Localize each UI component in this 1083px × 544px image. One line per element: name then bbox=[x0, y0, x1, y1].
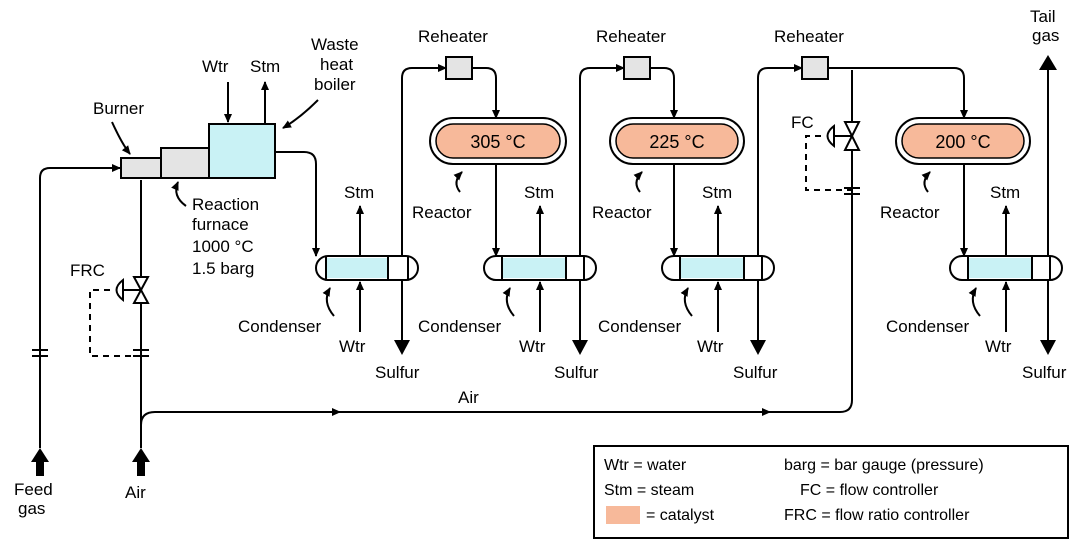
burner-label: Burner bbox=[93, 99, 144, 118]
waste-heat-label-2: heat bbox=[320, 55, 353, 74]
reactor-1-temp: 305 °C bbox=[470, 132, 525, 152]
reheater-1-to-reactor-1 bbox=[472, 67, 500, 119]
reactor-2-pointer bbox=[633, 171, 643, 193]
condenser-4-pointer bbox=[968, 287, 981, 317]
sulfur-1-arrow-icon bbox=[394, 340, 410, 355]
sulfur-3-arrow-icon bbox=[750, 340, 766, 355]
waste-heat-pointer bbox=[282, 99, 319, 129]
reactor-2 bbox=[609, 117, 745, 165]
legend-catalyst-swatch bbox=[606, 506, 640, 524]
condenser-2 bbox=[483, 255, 597, 281]
burner bbox=[120, 157, 162, 179]
tail-gas-label-2: gas bbox=[1032, 26, 1059, 45]
condenser-1 bbox=[315, 255, 419, 281]
feed-gas-label-1: Feed bbox=[14, 480, 53, 499]
reheater-3 bbox=[801, 56, 829, 80]
frc-label: FRC bbox=[70, 261, 105, 280]
burner-pointer bbox=[111, 121, 131, 155]
legend-box bbox=[593, 445, 1069, 539]
feed-gas-arrow-icon bbox=[31, 448, 49, 476]
condenser-1-stm-label: Stm bbox=[344, 183, 374, 202]
reactor-3-label: Reactor bbox=[880, 203, 940, 222]
condenser-3 bbox=[661, 255, 775, 281]
reactor-3-temp: 200 °C bbox=[935, 132, 990, 152]
condenser-3-pointer bbox=[680, 287, 693, 317]
boiler-to-condenser-1 bbox=[275, 151, 320, 257]
air-line-label: Air bbox=[458, 388, 479, 407]
feed-gas-line bbox=[31, 164, 121, 476]
legend-catalyst: = catalyst bbox=[646, 507, 715, 524]
condenser-1-pointer bbox=[322, 287, 335, 317]
sulfur-4-arrow-icon bbox=[1040, 340, 1056, 355]
condenser-3-label: Condenser bbox=[598, 317, 682, 336]
sulfur-3-label: Sulfur bbox=[733, 363, 778, 382]
condenser-2-label: Condenser bbox=[418, 317, 502, 336]
condenser-4-wtr-label: Wtr bbox=[985, 337, 1012, 356]
reheater-2-label: Reheater bbox=[596, 27, 666, 46]
reactor-3-pointer bbox=[921, 171, 931, 193]
legend-frc: FRC = flow ratio controller bbox=[784, 507, 970, 524]
waste-heat-boiler bbox=[208, 123, 276, 179]
reactor-1-label: Reactor bbox=[412, 203, 472, 222]
condenser-1-label: Condenser bbox=[238, 317, 322, 336]
furnace-pointer bbox=[171, 181, 187, 207]
legend-wtr: Wtr = water bbox=[604, 457, 687, 474]
reaction-label-3: 1000 °C bbox=[192, 237, 254, 256]
condenser-1-to-reheater-1 bbox=[401, 64, 447, 256]
legend-barg: barg = bar gauge (pressure) bbox=[784, 457, 984, 474]
feed-gas-label-2: gas bbox=[18, 499, 45, 518]
sulfur-2-arrow-icon bbox=[572, 340, 588, 355]
sulfur-1-label: Sulfur bbox=[375, 363, 420, 382]
reheater-2 bbox=[623, 56, 651, 80]
condenser-1-wtr-label: Wtr bbox=[339, 337, 366, 356]
condenser-4 bbox=[949, 255, 1063, 281]
reactor-2-temp: 225 °C bbox=[649, 132, 704, 152]
air-inlet-arrow-icon bbox=[132, 448, 150, 476]
sulfur-4-label: Sulfur bbox=[1022, 363, 1067, 382]
reactor-1-pointer bbox=[453, 171, 463, 193]
tail-gas-label-1: Tail bbox=[1030, 7, 1056, 26]
waste-heat-label-1: Waste bbox=[311, 35, 359, 54]
fc-label: FC bbox=[791, 113, 814, 132]
condenser-3-wtr-label: Wtr bbox=[697, 337, 724, 356]
tail-gas-arrow-icon bbox=[1039, 55, 1057, 70]
reaction-label-1: Reaction bbox=[192, 195, 259, 214]
fc-control-valve bbox=[805, 121, 861, 195]
waste-heat-label-3: boiler bbox=[314, 75, 356, 94]
reheater-1 bbox=[445, 56, 473, 80]
condenser-3-stm-label: Stm bbox=[702, 183, 732, 202]
condenser-4-label: Condenser bbox=[886, 317, 970, 336]
reaction-furnace bbox=[160, 147, 210, 179]
boiler-stm-label: Stm bbox=[250, 57, 280, 76]
reaction-label-4: 1.5 barg bbox=[192, 259, 254, 278]
reactor-2-label: Reactor bbox=[592, 203, 652, 222]
reactor-1 bbox=[429, 117, 567, 165]
reactor-3 bbox=[895, 117, 1031, 165]
reheater-1-label: Reheater bbox=[418, 27, 488, 46]
condenser-2-to-reheater-2 bbox=[579, 64, 625, 256]
boiler-wtr-label: Wtr bbox=[202, 57, 229, 76]
legend-stm: Stm = steam bbox=[604, 482, 694, 499]
frc-control-valve bbox=[89, 276, 150, 357]
reaction-label-2: furnace bbox=[192, 215, 249, 234]
reheater-2-to-reactor-2 bbox=[650, 67, 678, 119]
sulfur-2-label: Sulfur bbox=[554, 363, 599, 382]
condenser-2-pointer bbox=[502, 287, 515, 317]
reheater-3-label: Reheater bbox=[774, 27, 844, 46]
reheater-3-to-reactor-3 bbox=[828, 67, 968, 119]
condenser-4-stm-label: Stm bbox=[990, 183, 1020, 202]
condenser-3-to-reheater-3 bbox=[757, 64, 803, 256]
condenser-2-stm-label: Stm bbox=[524, 183, 554, 202]
legend-fc: FC = flow controller bbox=[800, 482, 939, 499]
condenser-2-wtr-label: Wtr bbox=[519, 337, 546, 356]
air-inlet-label: Air bbox=[125, 483, 146, 502]
